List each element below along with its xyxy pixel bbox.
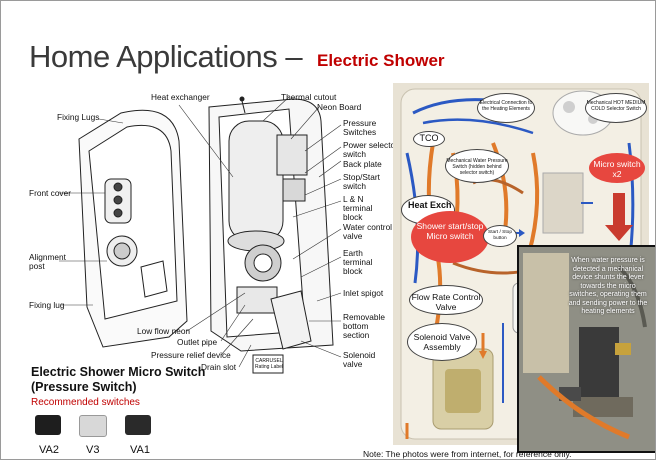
label-fixing-lug: Fixing lug (29, 300, 65, 310)
micro-switch-title-line1: Electric Shower Micro Switch (31, 365, 206, 379)
label-back-plate: Back plate (343, 159, 382, 169)
label-outlet-pipe: Outlet pipe (177, 337, 218, 347)
callout-flow-rate-control-valve: Flow Rate Control Valve (409, 285, 483, 315)
footer-note: Note: The photos were from internet, for… (363, 449, 572, 459)
page-subtitle: Electric Shower (317, 51, 445, 70)
callout-shower-start-stop: Shower start/stop Micro switch (411, 211, 489, 263)
label-rating-label: CARRUSEL Rating Label (254, 358, 284, 370)
shower-body-drawing (208, 96, 334, 374)
label-low-flow-neon: Low flow neon (137, 326, 191, 336)
callout-micro-switch-x2: Micro switch x2 (589, 153, 645, 183)
exploded-diagram (59, 96, 342, 374)
label-neon-board: Neon Board (317, 102, 362, 112)
label-alignment-post: Alignment post (29, 252, 66, 271)
label-stop-start-switch: Stop/Start switch (343, 172, 380, 191)
callout-tco: TCO (413, 131, 445, 147)
label-earth-terminal-block: Earth terminal block (343, 248, 373, 276)
switch-v3-label: V3 (86, 444, 100, 456)
label-drain-slot: Drain slot (201, 362, 237, 372)
micro-switch-title-line2: (Pressure Switch) (31, 380, 137, 394)
callout-mechanical-selector: Mechanical HOT MEDIUM COLD Selector Swit… (585, 93, 647, 123)
label-pressure-switches: Pressure Switches (343, 118, 377, 137)
callout-electrical-connection: Electrical Connection to the Heating Ele… (477, 93, 535, 123)
callout-start-stop-button: Start / Stop button (483, 225, 517, 247)
leader-lines (59, 96, 342, 368)
callout-solenoid-valve-assembly: Solenoid Valve Assembly (407, 323, 477, 361)
switch-va2-label: VA2 (39, 444, 59, 456)
label-solenoid-valve: Solenoid valve (343, 350, 376, 369)
label-pressure-relief-device: Pressure relief device (151, 350, 231, 360)
label-power-selector-switch: Power selector switch (343, 140, 398, 159)
recommended-switches-label: Recommended switches (31, 397, 140, 408)
switch-va1-label: VA1 (130, 444, 150, 456)
inset-photo (517, 245, 655, 453)
label-removable-bottom-section: Removable bottom section (343, 312, 385, 340)
label-front-cover: Front cover (29, 188, 71, 198)
front-cover-drawing (78, 109, 188, 348)
inset-illustration (519, 247, 655, 451)
switch-va1-image (125, 415, 151, 435)
label-heat-exchanger: Heat exchanger (151, 92, 210, 102)
label-l-n-terminal-block: L & N terminal block (343, 194, 373, 222)
label-water-control-valve: Water control valve (343, 222, 393, 241)
micro-switch-title: Electric Shower Micro Switch (Pressure S… (31, 365, 205, 395)
page-title: Home Applications – (29, 39, 303, 74)
switch-va2-image (35, 415, 61, 435)
label-fixing-lugs: Fixing Lugs (57, 112, 100, 122)
switch-v3-image (79, 415, 107, 437)
label-inlet-spigot: Inlet spigot (343, 288, 384, 298)
callout-mechanical-water-pressure: Mechanical Water Pressure Switch (hidden… (445, 149, 509, 183)
label-thermal-cutout: Thermal cutout (281, 92, 337, 102)
inset-caption: When water pressure is detected a mechan… (568, 257, 648, 315)
